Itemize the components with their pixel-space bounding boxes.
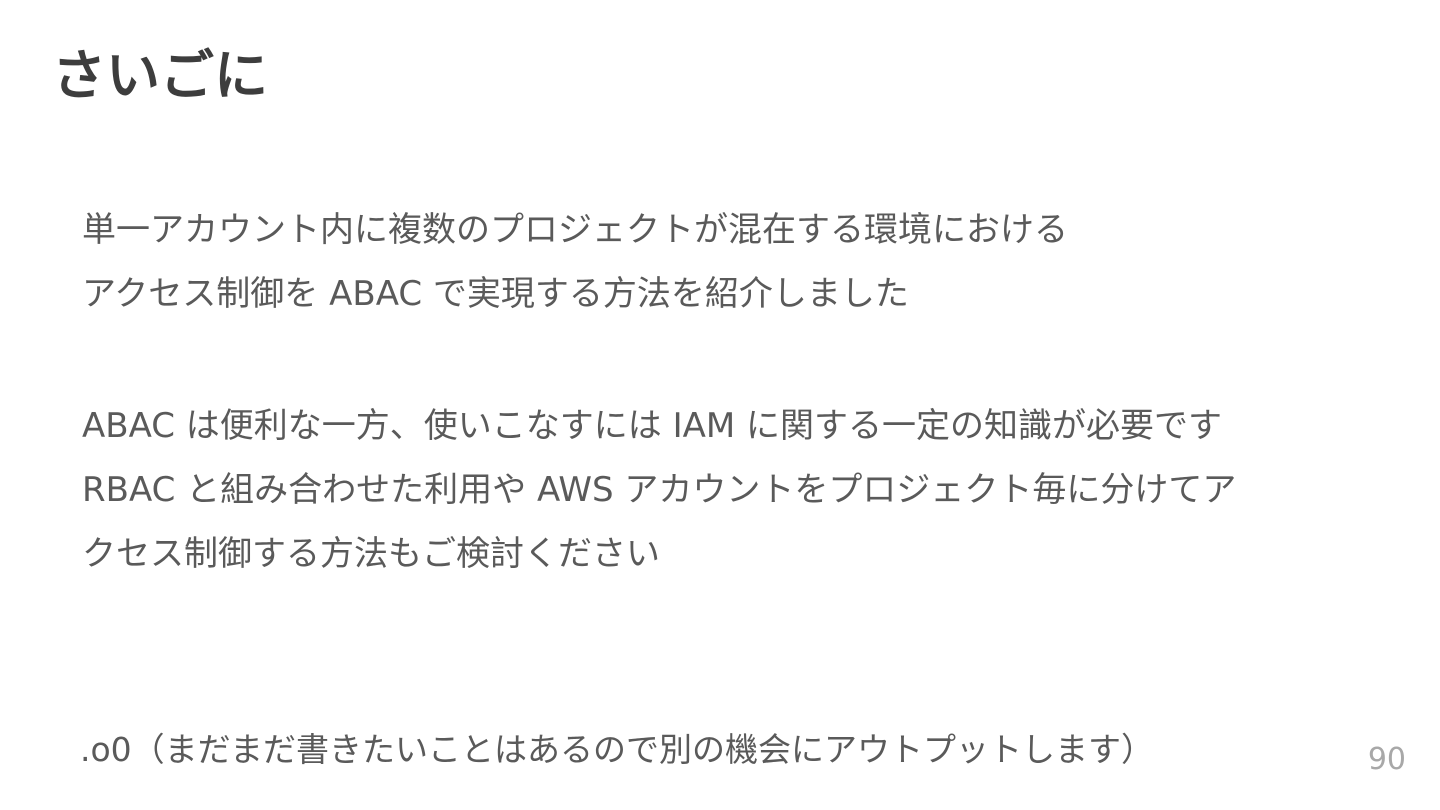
summary-line-1: 単一アカウント内に複数のプロジェクトが混在する環境における	[82, 210, 1068, 250]
page-number: 90	[1367, 742, 1406, 777]
note-line-3: クセス制御する方法もご検討ください	[82, 534, 660, 574]
note-line-1: ABAC は便利な一方、使いこなすには IAM に関する一定の知識が必要です	[82, 406, 1223, 446]
note-paragraph: ABAC は便利な一方、使いこなすには IAM に関する一定の知識が必要です R…	[82, 394, 1236, 586]
slide-title: さいごに	[52, 44, 268, 107]
closing-note: .o0（まだまだ書きたいことはあるので別の機会にアウトプットします）	[80, 730, 1155, 769]
summary-line-2: アクセス制御を ABAC で実現する方法を紹介しました	[82, 274, 909, 314]
summary-paragraph: 単一アカウント内に複数のプロジェクトが混在する環境における アクセス制御を AB…	[82, 198, 1068, 326]
note-line-2: RBAC と組み合わせた利用や AWS アカウントをプロジェクト毎に分けてア	[82, 470, 1237, 510]
